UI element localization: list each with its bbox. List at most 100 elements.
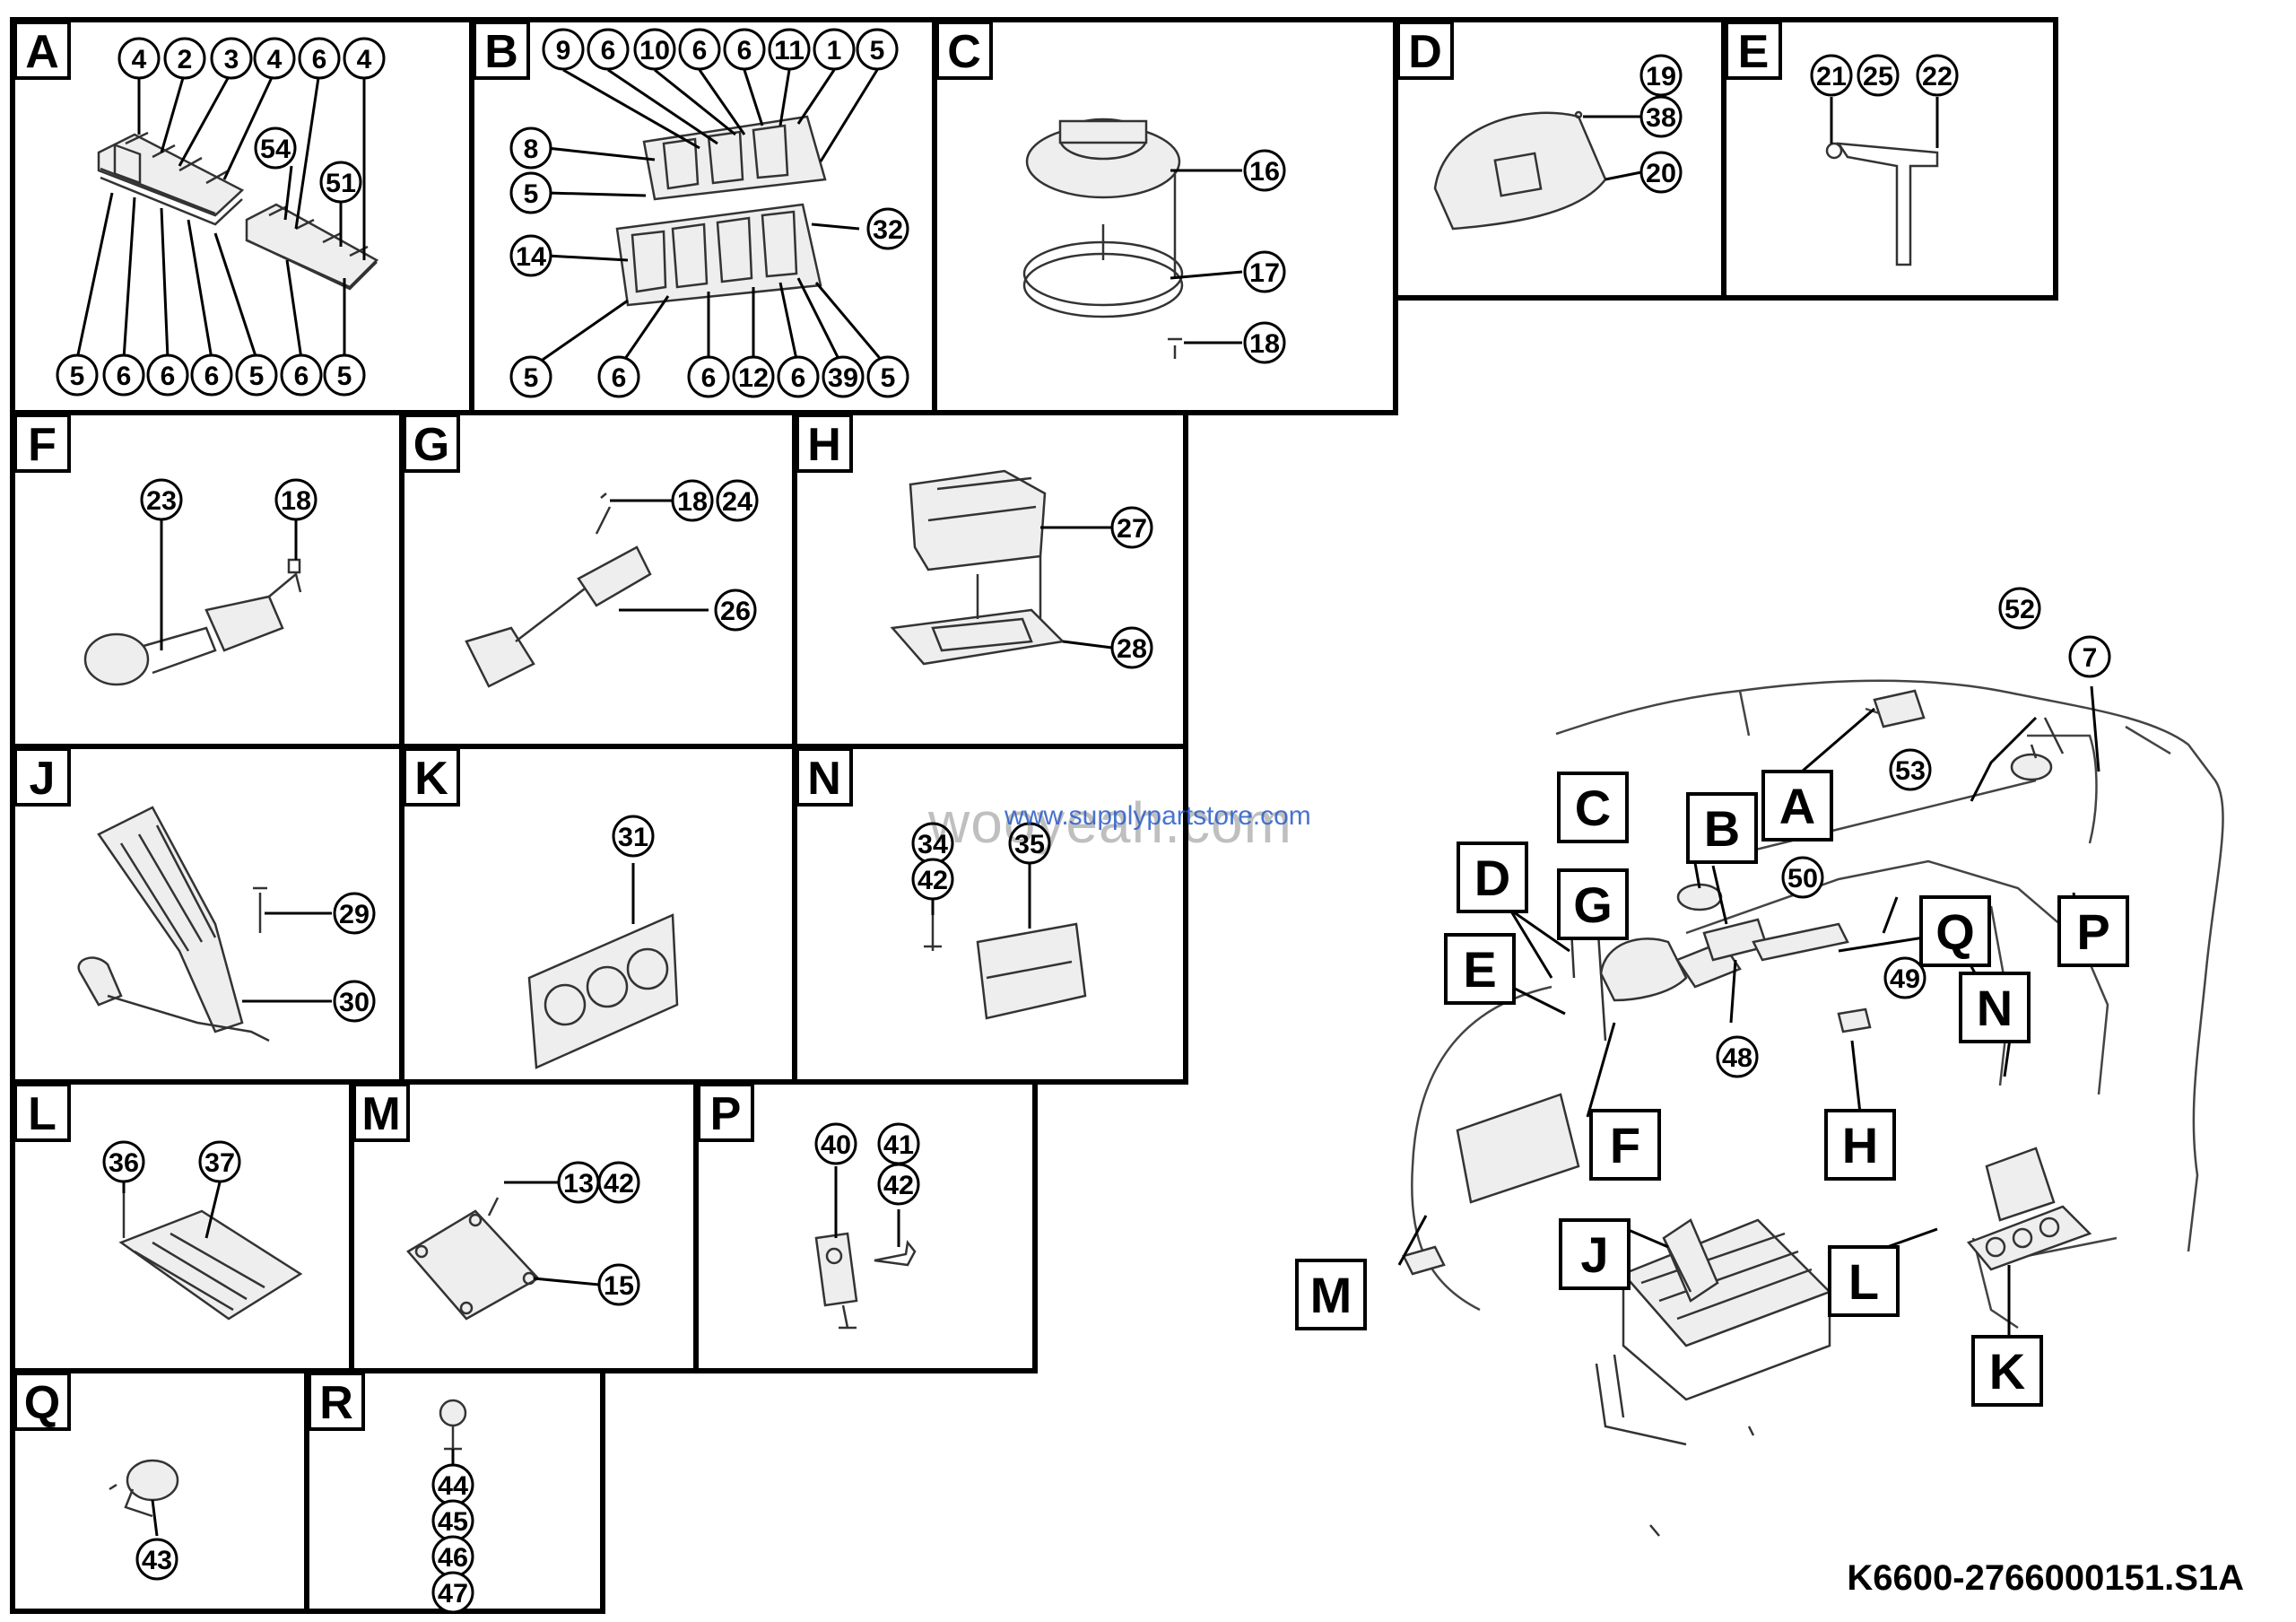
svg-text:18: 18 [677,487,708,517]
panel-h-callout-27: 27 [1110,506,1153,549]
panel-h-parts [890,469,1065,666]
overview-callout-48: 48 [1716,1035,1759,1078]
watermark-text: wooyeah.com [928,790,1292,855]
panel-a-callout-5: 5 [56,353,99,397]
svg-text:24: 24 [722,487,752,517]
svg-text:12: 12 [738,363,769,393]
panel-b-callout-6: 6 [777,355,820,398]
panel-d-letter: D [1396,21,1454,80]
svg-text:E: E [1463,941,1496,998]
svg-text:H: H [1842,1117,1878,1173]
svg-text:5: 5 [524,179,539,209]
panel-e-callout-22: 22 [1916,54,1959,97]
svg-text:4: 4 [267,45,283,74]
svg-text:6: 6 [601,36,616,65]
svg-text:5: 5 [881,363,896,393]
panel-c-callout-18: 18 [1243,321,1286,364]
panel-e-parts [1825,142,1939,266]
svg-text:23: 23 [146,486,177,516]
panel-r-parts [439,1399,467,1451]
overview-label-b: B [1686,792,1758,864]
svg-text:H: H [807,419,841,471]
svg-text:42: 42 [883,1171,914,1200]
panel-k-callout-31: 31 [612,815,655,858]
panel-p-callout-42: 42 [877,1163,920,1206]
panel-e-leaders [1830,97,1939,148]
svg-text:L: L [1848,1253,1879,1310]
overview-label-p: P [2057,895,2129,967]
svg-text:53: 53 [1895,756,1926,786]
panel-a-letter: A [13,21,71,80]
svg-text:29: 29 [339,900,370,929]
panel-b-callout-1: 1 [813,28,856,71]
svg-text:J: J [1580,1226,1608,1283]
svg-text:2: 2 [178,45,193,74]
svg-text:6: 6 [692,36,708,65]
svg-text:K: K [1989,1343,2025,1400]
svg-text:E: E [1738,26,1770,78]
panel-f-frame [10,410,404,749]
overview-label-n: N [1959,972,2031,1043]
svg-text:M: M [361,1088,400,1140]
svg-text:R: R [319,1377,353,1429]
panel-q-callout-43: 43 [135,1538,178,1581]
svg-text:5: 5 [524,363,539,393]
panel-m-callout-15: 15 [597,1263,640,1306]
svg-text:52: 52 [2005,595,2035,624]
panel-b-callout-6: 6 [723,28,766,71]
svg-text:51: 51 [326,169,356,198]
overview-label-l: L [1828,1245,1900,1317]
overview-label-m: M [1295,1259,1367,1330]
svg-text:13: 13 [563,1169,594,1199]
svg-text:6: 6 [117,362,132,391]
panel-a-callout-6: 6 [102,353,145,397]
panel-h-frame [792,410,1188,749]
overview-label-j: J [1559,1218,1631,1290]
panel-a-callout-5: 5 [235,353,278,397]
panel-b-callout-6: 6 [597,355,640,398]
panel-r-letter: R [308,1372,365,1431]
svg-text:34: 34 [918,830,948,859]
panel-b-parts [615,115,827,307]
panel-p-callout-41: 41 [877,1122,920,1165]
panel-b-callout-6: 6 [687,355,730,398]
svg-text:Q: Q [24,1377,60,1429]
panel-a-callout-51: 51 [319,161,362,204]
svg-text:27: 27 [1117,514,1147,544]
panel-f-letter: F [13,414,71,473]
panel-j-callout-30: 30 [333,980,376,1023]
svg-text:A: A [1779,778,1815,834]
overview-callout-53: 53 [1889,748,1932,791]
panel-l-callout-36: 36 [102,1140,145,1183]
svg-text:6: 6 [161,362,176,391]
panel-r-callout-44: 44 [431,1463,474,1506]
svg-text:M: M [1310,1267,1352,1323]
panel-d-leaders [1583,115,1642,181]
svg-text:6: 6 [701,363,717,393]
svg-text:49: 49 [1890,964,1920,994]
svg-text:54: 54 [260,135,291,164]
panel-p-leaders [834,1166,900,1247]
svg-text:N: N [807,753,841,805]
panel-m-letter: M [352,1083,410,1142]
svg-text:17: 17 [1249,258,1280,288]
panel-g-parts [465,493,652,688]
panel-k-letter: K [403,747,460,807]
svg-text:N: N [1977,980,2013,1036]
svg-text:P: P [2076,903,2109,960]
svg-text:47: 47 [438,1579,468,1609]
overview-label-d: D [1457,842,1528,913]
panel-h-leaders [1040,526,1113,650]
panel-d-parts [1433,110,1607,231]
panel-g-callout-18: 18 [671,479,714,522]
panel-a-callout-5: 5 [323,353,366,397]
svg-text:26: 26 [720,597,751,626]
overview-label-q: Q [1919,895,1991,967]
svg-text:40: 40 [821,1130,851,1160]
svg-text:C: C [1575,780,1611,836]
svg-text:5: 5 [249,362,265,391]
svg-text:F: F [28,419,57,471]
panel-l-leaders [122,1182,222,1239]
